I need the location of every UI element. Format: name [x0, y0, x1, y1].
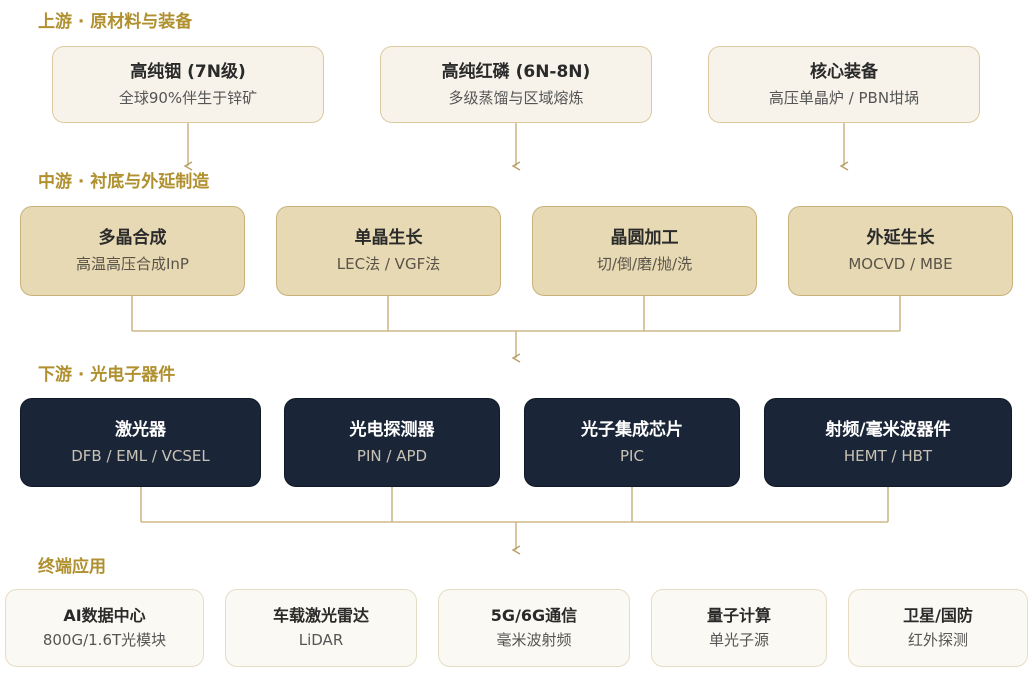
downstream-box-laser: 激光器 DFB / EML / VCSEL	[20, 398, 261, 487]
midstream-box-wafer: 晶圆加工 切/倒/磨/抛/洗	[532, 206, 757, 296]
upstream-box-phosphorus: 高纯红磷 (6N-8N) 多级蒸馏与区域熔炼	[380, 46, 652, 123]
box-subtitle: 毫米波射频	[496, 630, 572, 649]
box-subtitle: 切/倒/磨/抛/洗	[596, 255, 693, 274]
upstream-box-indium: 高纯铟 (7N级) 全球90%伴生于锌矿	[52, 46, 324, 123]
box-subtitle: PIC	[620, 446, 644, 465]
box-title: 多晶合成	[98, 228, 167, 249]
box-title: 晶圆加工	[610, 228, 679, 249]
box-subtitle: 多级蒸馏与区域熔炼	[448, 88, 584, 107]
box-title: 外延生长	[866, 228, 935, 249]
box-title: AI数据中心	[63, 605, 146, 625]
box-subtitle: 高压单晶炉 / PBN坩埚	[768, 88, 920, 107]
upstream-box-equipment: 核心装备 高压单晶炉 / PBN坩埚	[708, 46, 980, 123]
application-box-lidar: 车载激光雷达 LiDAR	[225, 589, 417, 667]
box-title: 卫星/国防	[903, 605, 973, 625]
application-box-satellite: 卫星/国防 红外探测	[848, 589, 1028, 667]
box-subtitle: 高温高压合成InP	[76, 255, 189, 274]
section-title-applications: 终端应用	[38, 557, 106, 577]
box-title: 光子集成芯片	[581, 419, 683, 440]
downstream-box-rf: 射频/毫米波器件 HEMT / HBT	[764, 398, 1012, 487]
downstream-box-pic: 光子集成芯片 PIC	[524, 398, 740, 487]
box-title: 量子计算	[706, 605, 771, 625]
application-box-quantum: 量子计算 单光子源	[651, 589, 827, 667]
section-title-upstream: 上游 · 原材料与装备	[38, 12, 193, 32]
box-title: 激光器	[115, 419, 166, 440]
box-subtitle: 800G/1.6T光模块	[42, 630, 167, 649]
application-box-5g6g: 5G/6G通信 毫米波射频	[438, 589, 630, 667]
section-title-midstream: 中游 · 衬底与外延制造	[38, 172, 210, 192]
box-subtitle: LEC法 / VGF法	[336, 255, 441, 274]
midstream-merge-line	[131, 296, 901, 332]
midstream-box-polycrystal: 多晶合成 高温高压合成InP	[20, 206, 245, 296]
box-title: 光电探测器	[349, 419, 435, 440]
box-subtitle: PIN / APD	[356, 446, 428, 465]
box-subtitle: HEMT / HBT	[843, 446, 933, 465]
midstream-box-epitaxy: 外延生长 MOCVD / MBE	[788, 206, 1013, 296]
box-subtitle: LiDAR	[298, 630, 344, 649]
box-title: 高纯铟 (7N级)	[130, 61, 246, 82]
box-title: 高纯红磷 (6N-8N)	[441, 61, 591, 82]
box-subtitle: 单光子源	[708, 630, 769, 649]
box-subtitle: 红外探测	[907, 630, 968, 649]
box-title: 5G/6G通信	[490, 605, 578, 625]
application-box-ai-datacenter: AI数据中心 800G/1.6T光模块	[5, 589, 204, 667]
section-title-downstream: 下游 · 光电子器件	[38, 365, 176, 385]
box-title: 核心装备	[810, 61, 878, 82]
box-title: 车载激光雷达	[272, 605, 369, 625]
box-title: 单晶生长	[354, 228, 423, 249]
downstream-merge-line	[140, 487, 889, 523]
box-subtitle: DFB / EML / VCSEL	[71, 446, 210, 465]
box-subtitle: 全球90%伴生于锌矿	[118, 88, 258, 107]
midstream-box-single-crystal: 单晶生长 LEC法 / VGF法	[276, 206, 501, 296]
box-subtitle: MOCVD / MBE	[848, 255, 953, 274]
downstream-box-photodetector: 光电探测器 PIN / APD	[284, 398, 500, 487]
box-title: 射频/毫米波器件	[825, 419, 951, 440]
